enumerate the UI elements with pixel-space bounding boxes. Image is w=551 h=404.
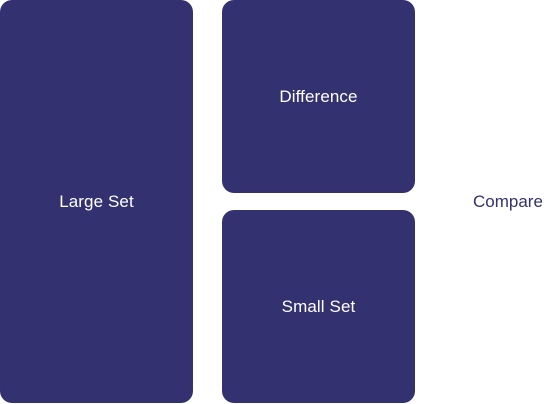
small-set-block: Small Set: [222, 210, 415, 403]
difference-label: Difference: [279, 86, 358, 106]
small-set-label: Small Set: [281, 296, 356, 316]
compare-label: Compare: [473, 192, 543, 211]
difference-block: Difference: [222, 0, 415, 193]
large-set-label: Large Set: [59, 191, 134, 211]
large-set-block: Large Set: [0, 0, 193, 403]
